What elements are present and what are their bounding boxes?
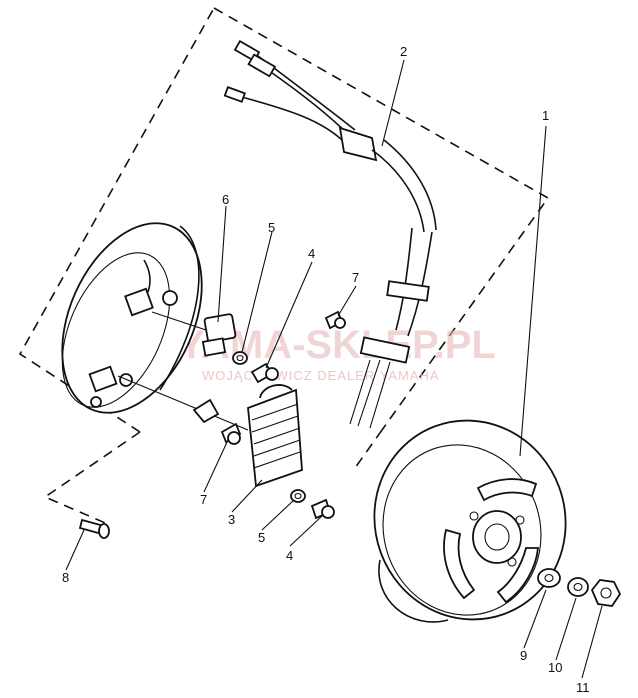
washer-5-lower (290, 489, 306, 503)
wire-harness (223, 39, 437, 429)
callout-8: 8 (62, 570, 69, 585)
coil-bracket (192, 398, 220, 424)
screw-4-upper (250, 362, 279, 384)
stator-base-plate (61, 222, 203, 414)
washer-5-upper (232, 351, 248, 365)
screw-4-lower (310, 498, 335, 520)
leader-lines (65, 59, 603, 679)
charging-coil (117, 375, 303, 488)
callout-3: 3 (228, 512, 235, 527)
callout-1: 1 (542, 108, 549, 123)
callout-10: 10 (548, 660, 562, 675)
washer-9 (537, 568, 561, 588)
callouts: 1 2 3 4 4 5 5 6 7 7 8 9 10 11 (62, 44, 590, 695)
callout-9: 9 (520, 648, 527, 663)
screw-7-upper (324, 310, 346, 330)
callout-7-upper: 7 (352, 270, 359, 285)
flywheel-rotor (373, 419, 567, 623)
callout-4-upper: 4 (308, 246, 315, 261)
watermark-tagline: WOJĄCHOWICZ DEALER YAMAHA (202, 368, 440, 383)
screw-7-lower (220, 422, 242, 445)
callout-6: 6 (222, 192, 229, 207)
assembly-boundary (18, 7, 550, 526)
callout-11: 11 (576, 680, 590, 695)
callout-2: 2 (400, 44, 407, 59)
nut-11 (590, 579, 622, 607)
callout-5-upper: 5 (268, 220, 275, 235)
lock-washer-10 (567, 577, 589, 597)
screw-8 (78, 518, 110, 539)
callout-5-lower: 5 (258, 530, 265, 545)
callout-7-lower: 7 (200, 492, 207, 507)
callout-4-lower: 4 (286, 548, 293, 563)
